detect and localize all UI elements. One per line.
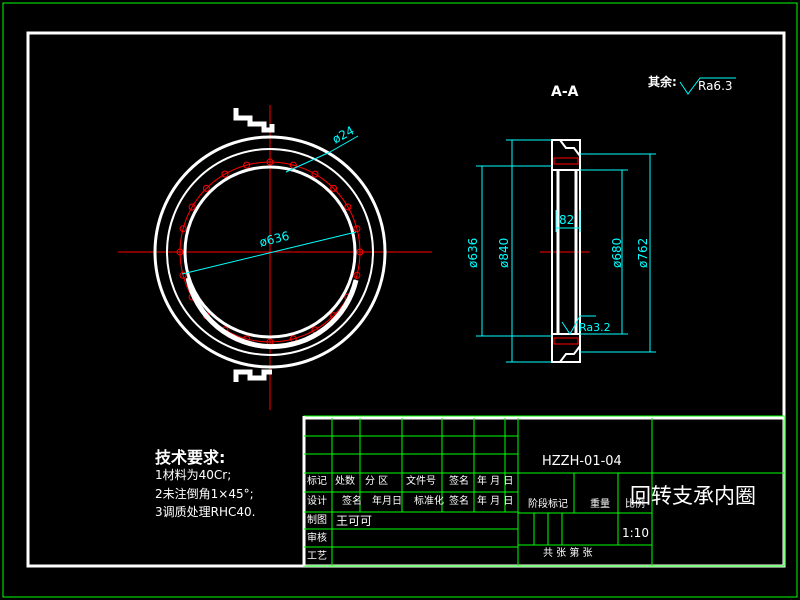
ring-profile bbox=[551, 139, 581, 363]
section-dim-right-outer: ø762 bbox=[636, 237, 650, 268]
tb-ratio: 比例 bbox=[625, 499, 645, 510]
bolt-hole bbox=[353, 271, 361, 279]
title-block-grid bbox=[302, 415, 785, 567]
tb-weight: 重量 bbox=[590, 499, 610, 510]
tb-header-design: 设计 bbox=[307, 496, 327, 507]
tb-header-zone: 分 区 bbox=[365, 476, 389, 487]
bolt-hole bbox=[188, 203, 196, 211]
bolt-hole bbox=[344, 203, 352, 211]
tb-process-label: 工艺 bbox=[307, 551, 327, 562]
roughness-prefix: 其余: bbox=[648, 75, 677, 89]
tb-sheets: 共 张 第 张 bbox=[543, 548, 593, 559]
tb-header-file-no: 文件号 bbox=[406, 476, 436, 487]
tb-header-sign3: 签名 bbox=[449, 496, 469, 507]
tb-header-standard: 标准化 bbox=[414, 496, 444, 507]
bolt-hole bbox=[179, 271, 187, 279]
bolt-hole bbox=[176, 248, 184, 256]
tb-scale: 1:10 bbox=[622, 526, 649, 540]
gear-arc bbox=[185, 277, 359, 350]
bottom-flange bbox=[551, 333, 581, 363]
bolt-hole bbox=[243, 161, 251, 169]
bolt-circle bbox=[179, 161, 361, 343]
tb-header-date3: 年 月 日 bbox=[477, 496, 514, 507]
technical-requirements-title: 技术要求: bbox=[155, 448, 226, 467]
bolt-hole bbox=[202, 184, 210, 192]
tb-drawn-label: 制图 bbox=[307, 515, 327, 526]
technical-requirement-2: 2未注倒角1×45°; bbox=[155, 487, 254, 501]
tb-stage-mark: 阶段标记 bbox=[528, 499, 568, 510]
bolt-hole bbox=[330, 184, 338, 192]
roughness-general-value: Ra6.3 bbox=[698, 79, 733, 93]
drawing-number: HZZH-01-04 bbox=[542, 454, 622, 469]
bottom-notch-mark bbox=[233, 369, 272, 382]
top-notch-mark bbox=[233, 108, 275, 133]
section-dim-width: 82 bbox=[559, 213, 575, 227]
technical-requirement-1: 1材料为40Cr; bbox=[155, 468, 232, 482]
outer-ring-edge bbox=[153, 135, 387, 369]
section-view bbox=[476, 139, 656, 363]
roughness-symbol-general bbox=[679, 77, 736, 95]
bolt-hole bbox=[353, 225, 361, 233]
inner-bore-edge bbox=[183, 165, 357, 339]
technical-requirement-3: 3调质处理RHC40. bbox=[155, 505, 256, 519]
tb-drawn-name: 王可可 bbox=[336, 514, 373, 528]
tb-header-count: 处数 bbox=[335, 476, 355, 487]
hole-dim-leader bbox=[285, 151, 331, 173]
section-dim-right-inner: ø680 bbox=[610, 237, 624, 268]
tb-header-date2: 年月日 bbox=[372, 496, 402, 507]
section-label: A-A bbox=[551, 84, 579, 100]
bolt-hole bbox=[289, 161, 297, 169]
section-dim-left-outer: ø840 bbox=[497, 237, 511, 268]
bolt-hole bbox=[266, 158, 274, 166]
bolt-hole bbox=[311, 170, 319, 178]
tb-header-sign2: 签名 bbox=[342, 496, 362, 507]
bolt-hole bbox=[179, 225, 187, 233]
top-flange bbox=[551, 139, 581, 171]
roughness-section-value: Ra3.2 bbox=[579, 321, 611, 334]
outer-ring-inner-edge bbox=[166, 148, 374, 356]
tb-header-mark: 标记 bbox=[307, 476, 327, 487]
tb-header-date1: 年 月 日 bbox=[477, 476, 514, 487]
tb-header-sign1: 签名 bbox=[449, 476, 469, 487]
tb-review-label: 审核 bbox=[307, 533, 327, 544]
roughness-symbol-section bbox=[561, 315, 596, 335]
inner-dim-leader bbox=[181, 231, 357, 275]
bolt-hole bbox=[221, 170, 229, 178]
section-dim-left-inner: ø636 bbox=[466, 237, 480, 268]
front-view bbox=[118, 105, 432, 410]
part-name: 回转支承内圈 bbox=[630, 484, 756, 508]
bolt-hole bbox=[356, 248, 364, 256]
